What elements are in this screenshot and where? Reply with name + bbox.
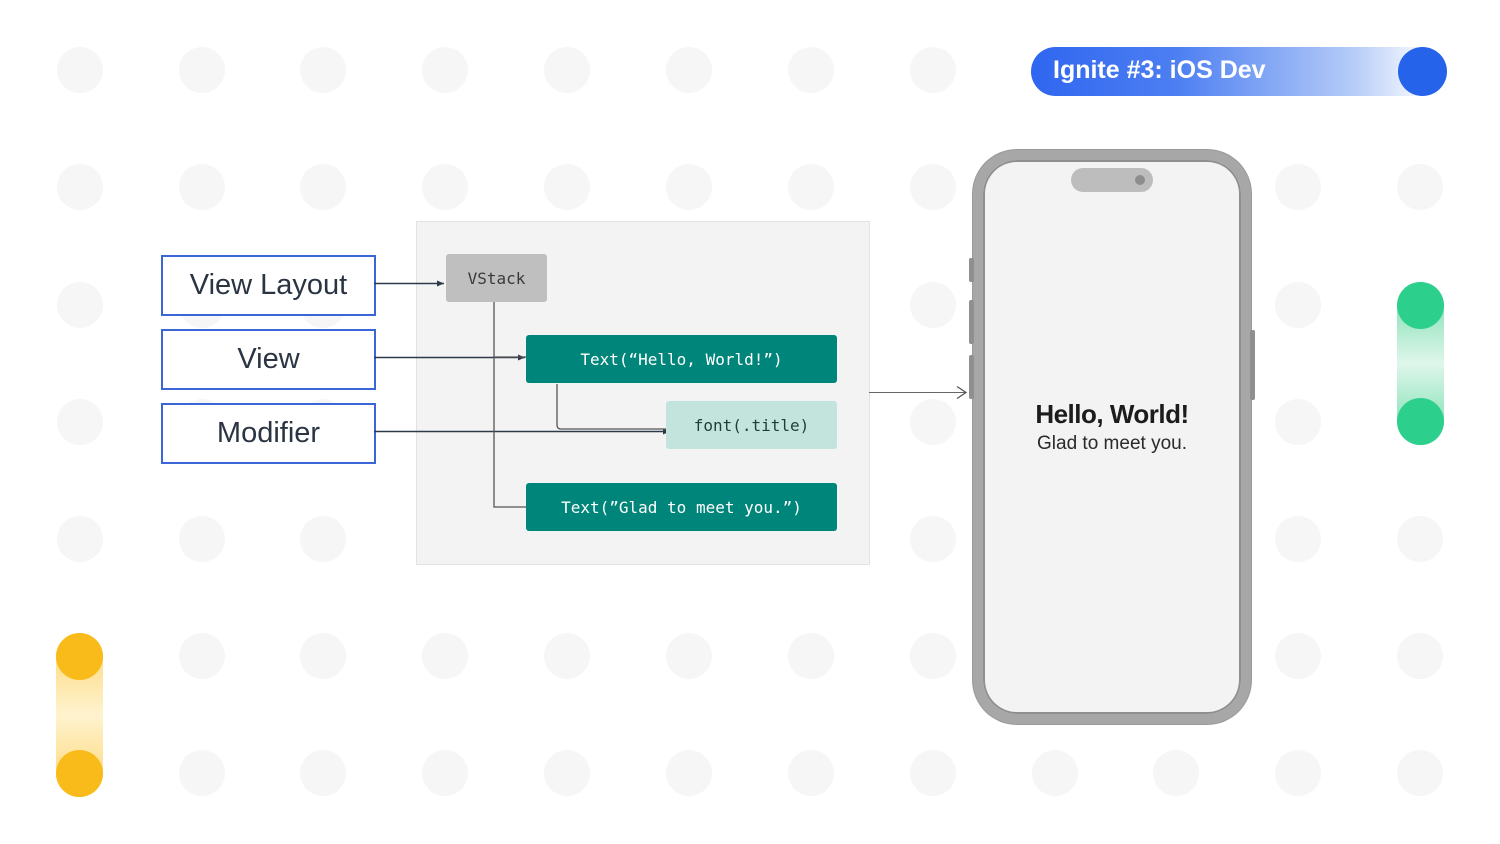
phone-mute-switch <box>969 258 974 282</box>
background-dot <box>57 399 103 445</box>
background-dot <box>422 750 468 796</box>
header-dot-decoration <box>1398 47 1447 96</box>
label-view: View <box>161 329 376 390</box>
node-text-glad: Text(”Glad to meet you.”) <box>526 483 837 531</box>
phone-volume-up-button <box>969 300 974 344</box>
label-view-layout: View Layout <box>161 255 376 316</box>
background-dot <box>666 633 712 679</box>
label-modifier: Modifier <box>161 403 376 464</box>
background-dot <box>910 282 956 328</box>
background-dot <box>1397 750 1443 796</box>
background-dot <box>544 47 590 93</box>
background-dot <box>788 633 834 679</box>
phone-power-button <box>1250 330 1255 400</box>
node-text-hello-text: Text(“Hello, World!”) <box>580 349 783 369</box>
background-dot <box>179 516 225 562</box>
green-pill-top-cap <box>1397 282 1444 329</box>
label-view-text: View <box>237 343 300 375</box>
phone-title: Hello, World! <box>1035 399 1189 429</box>
background-dot <box>179 47 225 93</box>
background-dot <box>300 47 346 93</box>
background-dot <box>57 47 103 93</box>
background-dot <box>788 164 834 210</box>
label-modifier-text: Modifier <box>216 417 321 449</box>
background-dot <box>1275 633 1321 679</box>
background-dot <box>666 164 712 210</box>
header-title: Ignite #3: iOS Dev <box>1053 56 1266 84</box>
yellow-pill-top-cap <box>56 633 103 680</box>
background-dot <box>666 47 712 93</box>
header-pill: Ignite #3: iOS Dev <box>1031 47 1447 96</box>
phone-mockup: Hello, World! Glad to meet you. <box>973 150 1251 724</box>
node-vstack-text: VStack <box>467 268 526 288</box>
phone-volume-down-button <box>969 355 974 399</box>
background-dot <box>1397 164 1443 210</box>
background-dot <box>422 164 468 210</box>
background-dot <box>179 750 225 796</box>
phone-subtitle: Glad to meet you. <box>1037 433 1187 454</box>
background-dot <box>422 633 468 679</box>
background-dot <box>544 750 590 796</box>
yellow-pill-bottom-cap <box>56 750 103 797</box>
background-dot <box>910 633 956 679</box>
node-font-title-text: font(.title) <box>693 415 810 435</box>
background-dot <box>1275 750 1321 796</box>
background-dot <box>1275 399 1321 445</box>
background-dot <box>300 633 346 679</box>
background-dot <box>179 633 225 679</box>
background-dot <box>910 47 956 93</box>
background-dot <box>1275 516 1321 562</box>
background-dot <box>1397 516 1443 562</box>
background-dot <box>300 750 346 796</box>
background-dot <box>1275 282 1321 328</box>
background-dot <box>666 750 712 796</box>
node-text-hello: Text(“Hello, World!”) <box>526 335 837 383</box>
node-vstack: VStack <box>446 254 547 302</box>
background-dot <box>910 164 956 210</box>
background-dot <box>57 282 103 328</box>
green-pill-bottom-cap <box>1397 398 1444 445</box>
label-view-layout-text: View Layout <box>189 269 348 301</box>
background-dot <box>910 399 956 445</box>
background-dot <box>300 164 346 210</box>
background-dot <box>544 633 590 679</box>
node-text-glad-text: Text(”Glad to meet you.”) <box>561 497 802 517</box>
background-dot <box>179 164 225 210</box>
background-dot <box>1397 633 1443 679</box>
background-dot <box>57 516 103 562</box>
node-font-title: font(.title) <box>666 401 837 449</box>
background-dot <box>544 164 590 210</box>
background-dot <box>57 164 103 210</box>
background-dot <box>788 47 834 93</box>
dynamic-island <box>1071 168 1153 192</box>
background-dot <box>422 47 468 93</box>
background-dot <box>910 516 956 562</box>
background-dot <box>300 516 346 562</box>
camera-icon <box>1135 175 1145 185</box>
background-dot <box>788 750 834 796</box>
background-dot <box>1153 750 1199 796</box>
background-dot <box>1275 164 1321 210</box>
background-dot <box>910 750 956 796</box>
green-pill-decoration <box>1397 282 1444 445</box>
yellow-pill-decoration <box>56 633 103 797</box>
background-dot <box>1032 750 1078 796</box>
